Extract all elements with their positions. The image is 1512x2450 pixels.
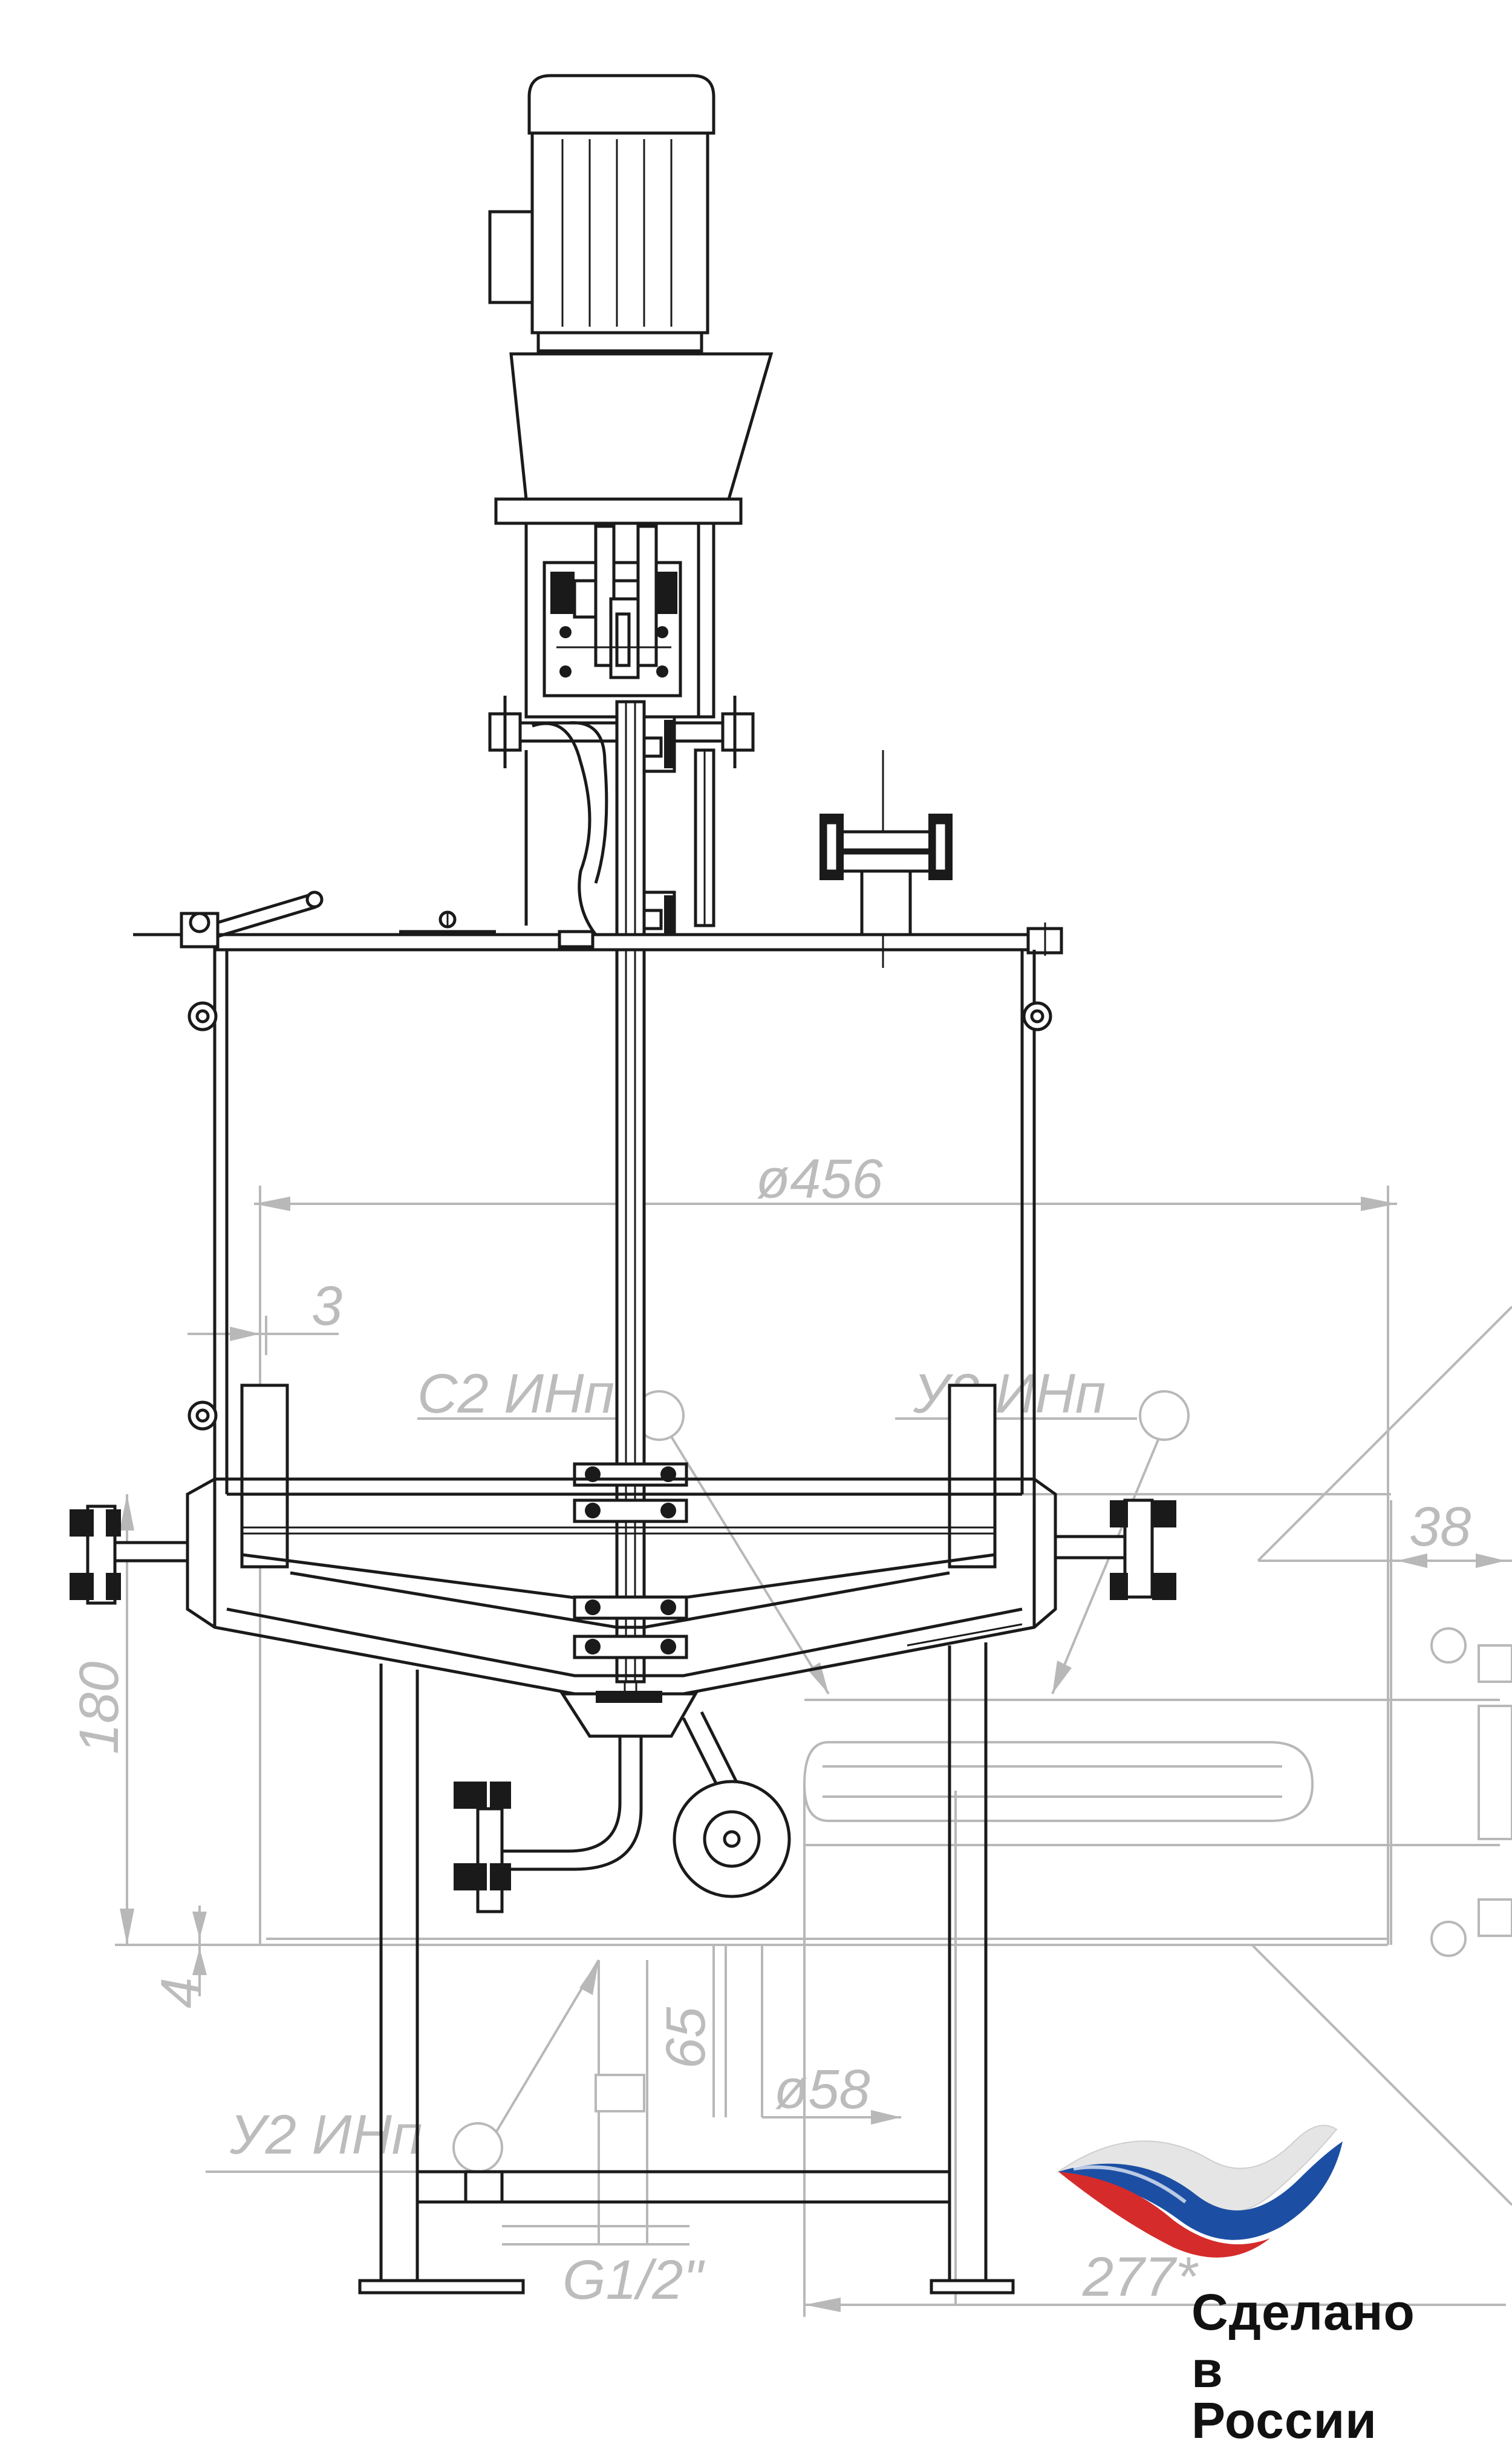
- dimension-texts: ø456 3 180 4 65 ø58 G1/2" 277* 38 С2 ИНп…: [68, 1148, 1471, 2311]
- tank-shell: [187, 950, 1052, 1629]
- dim-gap: 4: [150, 1978, 212, 2008]
- dim-right-offset: 38: [1409, 1496, 1471, 1558]
- dim-outlet-height: 65: [655, 2007, 717, 2069]
- top-nozzle: [820, 750, 953, 968]
- brand-line-1: Сделано: [1191, 2284, 1415, 2341]
- weld-label-u2-bottom: У2 ИНп: [229, 2104, 422, 2166]
- support-frame: [358, 1642, 1015, 2295]
- tank-jacket: [70, 1477, 1176, 1696]
- dim-overall-width: 277*: [1082, 2246, 1199, 2308]
- motor: [488, 74, 774, 525]
- tricolor-wave-logo: [1056, 2125, 1343, 2258]
- dim-thread: G1/2": [562, 2249, 705, 2311]
- tank-assembly: [70, 74, 1176, 2295]
- shaft: [615, 700, 646, 1706]
- weld-label-u2-top: У2 ИНп: [913, 1363, 1106, 1425]
- coupling-housing: [524, 521, 715, 719]
- made-in-russia-badge: Сделано в России: [1052, 2105, 1415, 2446]
- dim-wall: 3: [311, 1275, 342, 1337]
- agitator-clamps: [573, 1462, 688, 1659]
- tank-lid: [133, 890, 1063, 956]
- dim-outlet-diameter: ø58: [774, 2059, 870, 2120]
- brand-line-2: в России: [1191, 2341, 1377, 2449]
- weld-label-c2: С2 ИНп: [417, 1363, 614, 1425]
- dim-diameter: ø456: [756, 1148, 884, 1210]
- dim-height: 180: [68, 1662, 130, 1755]
- bottom-outlet: [454, 1691, 791, 1913]
